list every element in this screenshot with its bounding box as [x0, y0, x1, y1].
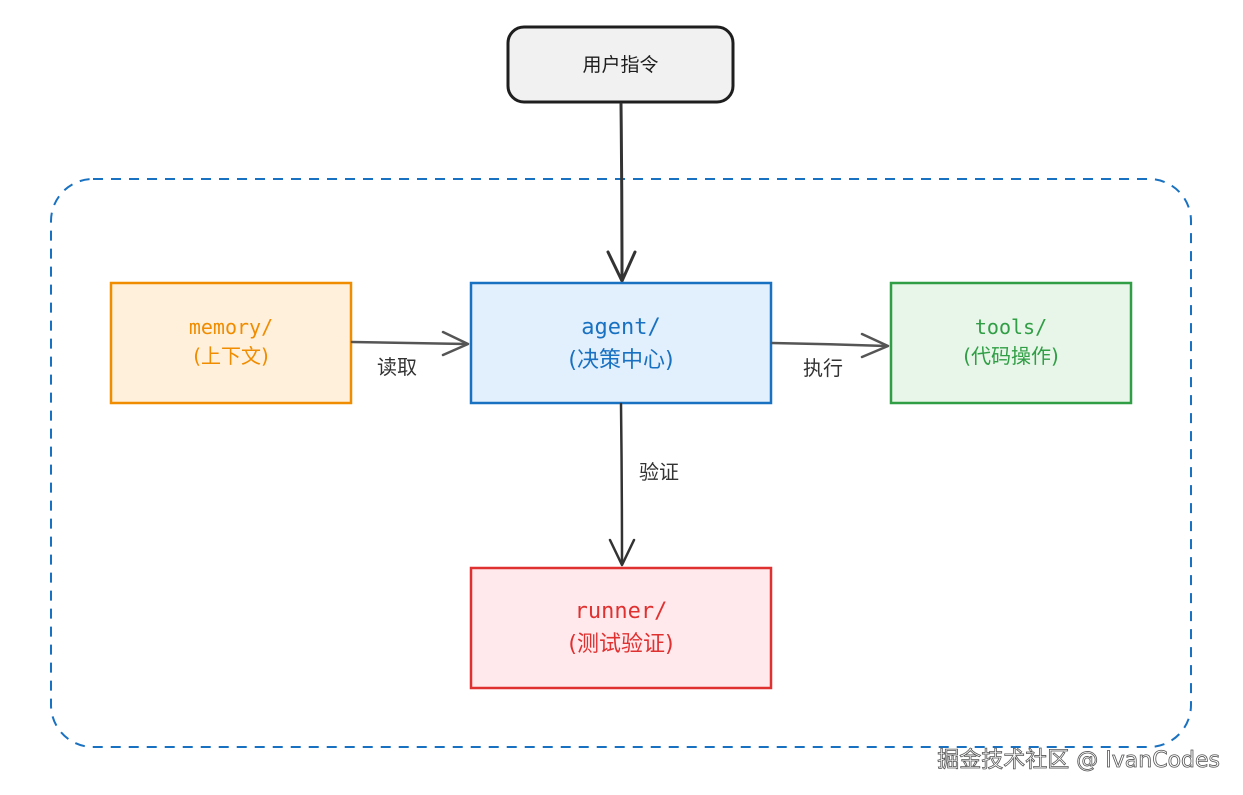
arrow-agent-to-tools-head — [860, 332, 890, 359]
user-command-node[interactable]: 用户指令 — [506, 25, 735, 104]
arrow-agent-to-tools — [770, 341, 888, 348]
arrow-user-to-agent — [619, 102, 624, 280]
user-command-label: 用户指令 — [582, 54, 658, 76]
edge-label-read: 读取 — [377, 355, 417, 379]
agent-title: agent/ — [581, 315, 660, 340]
memory-title: memory/ — [189, 315, 273, 339]
arrow-memory-to-agent-head — [441, 330, 470, 357]
tools-node[interactable]: tools/ (代码操作) — [889, 281, 1133, 405]
memory-subtitle: (上下文) — [193, 344, 269, 368]
runner-node[interactable]: runner/ (测试验证) — [469, 566, 773, 690]
tools-title: tools/ — [975, 315, 1047, 339]
watermark-text: 掘金技术社区 @ IvanCodes — [937, 748, 1220, 773]
memory-node[interactable]: memory/ (上下文) — [109, 281, 353, 405]
arrow-agent-to-runner-head — [608, 538, 636, 567]
edge-label-verify: 验证 — [639, 460, 679, 484]
runner-subtitle: (测试验证) — [568, 632, 673, 657]
arrow-user-to-agent-head — [606, 250, 637, 283]
agent-node[interactable]: agent/ (决策中心) — [469, 281, 773, 405]
runner-title: runner/ — [575, 599, 668, 624]
arrow-agent-to-runner — [619, 402, 624, 565]
edge-label-execute: 执行 — [803, 356, 843, 380]
arrow-memory-to-agent — [350, 340, 468, 346]
tools-subtitle: (代码操作) — [963, 344, 1059, 368]
agent-subtitle: (决策中心) — [568, 348, 673, 373]
